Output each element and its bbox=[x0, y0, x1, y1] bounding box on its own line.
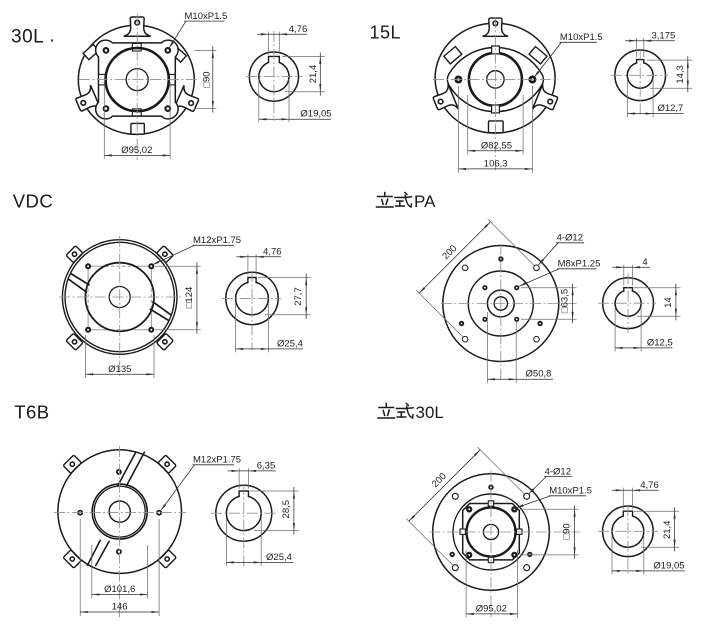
svg-text:Ø95,02: Ø95,02 bbox=[121, 145, 152, 156]
svg-text:21,4: 21,4 bbox=[662, 521, 673, 540]
svg-text:M10xP1.5: M10xP1.5 bbox=[560, 32, 603, 43]
svg-text:Ø25,4: Ø25,4 bbox=[266, 552, 292, 563]
svg-text:30L: 30L bbox=[416, 403, 444, 422]
svg-text:106,3: 106,3 bbox=[484, 158, 508, 169]
svg-text:□63,5: □63,5 bbox=[560, 289, 571, 313]
svg-text:M10xP1.5: M10xP1.5 bbox=[185, 11, 228, 22]
svg-text:VDC: VDC bbox=[13, 191, 54, 212]
svg-text:4,76: 4,76 bbox=[640, 480, 659, 491]
svg-text:4-Ø12: 4-Ø12 bbox=[557, 233, 583, 244]
svg-text:15L: 15L bbox=[370, 23, 402, 43]
svg-text:3,175: 3,175 bbox=[652, 30, 676, 41]
svg-text:21,4: 21,4 bbox=[308, 65, 319, 84]
svg-text:T6B: T6B bbox=[14, 402, 49, 423]
svg-text:27,7: 27,7 bbox=[293, 287, 304, 306]
svg-text:Ø19,05: Ø19,05 bbox=[653, 561, 684, 572]
svg-text:Ø12,7: Ø12,7 bbox=[657, 103, 683, 114]
svg-text:□124: □124 bbox=[184, 287, 195, 309]
svg-text:4,76: 4,76 bbox=[263, 246, 282, 257]
svg-text:□90: □90 bbox=[562, 523, 573, 539]
svg-text:Ø95,02: Ø95,02 bbox=[476, 603, 507, 614]
svg-text:4-Ø12: 4-Ø12 bbox=[545, 466, 571, 477]
svg-text:30L: 30L bbox=[11, 27, 44, 48]
svg-text:Ø50,8: Ø50,8 bbox=[526, 369, 552, 380]
svg-text:M12xP1.75: M12xP1.75 bbox=[193, 455, 241, 466]
svg-text:14: 14 bbox=[663, 297, 674, 308]
svg-text:□90: □90 bbox=[201, 71, 212, 87]
svg-text:Ø101,6: Ø101,6 bbox=[104, 584, 135, 595]
svg-text:146: 146 bbox=[112, 602, 128, 613]
svg-text:Ø12,5: Ø12,5 bbox=[647, 338, 673, 349]
svg-text:M12xP1.75: M12xP1.75 bbox=[193, 235, 241, 246]
svg-text:PA: PA bbox=[414, 192, 436, 211]
svg-text:Ø82,55: Ø82,55 bbox=[481, 140, 512, 151]
svg-text:4,76: 4,76 bbox=[289, 24, 308, 35]
svg-text:14,3: 14,3 bbox=[675, 65, 686, 84]
svg-text:.: . bbox=[50, 26, 55, 47]
svg-text:Ø135: Ø135 bbox=[108, 364, 131, 375]
svg-text:28,5: 28,5 bbox=[281, 500, 292, 519]
svg-text:4: 4 bbox=[642, 257, 647, 268]
svg-text:Ø25,4: Ø25,4 bbox=[277, 338, 303, 349]
svg-text:M8xP1.25: M8xP1.25 bbox=[558, 259, 601, 270]
svg-text:Ø19,05: Ø19,05 bbox=[300, 109, 331, 120]
svg-text:M10xP1.5: M10xP1.5 bbox=[549, 486, 592, 497]
svg-text:6,35: 6,35 bbox=[257, 461, 276, 472]
